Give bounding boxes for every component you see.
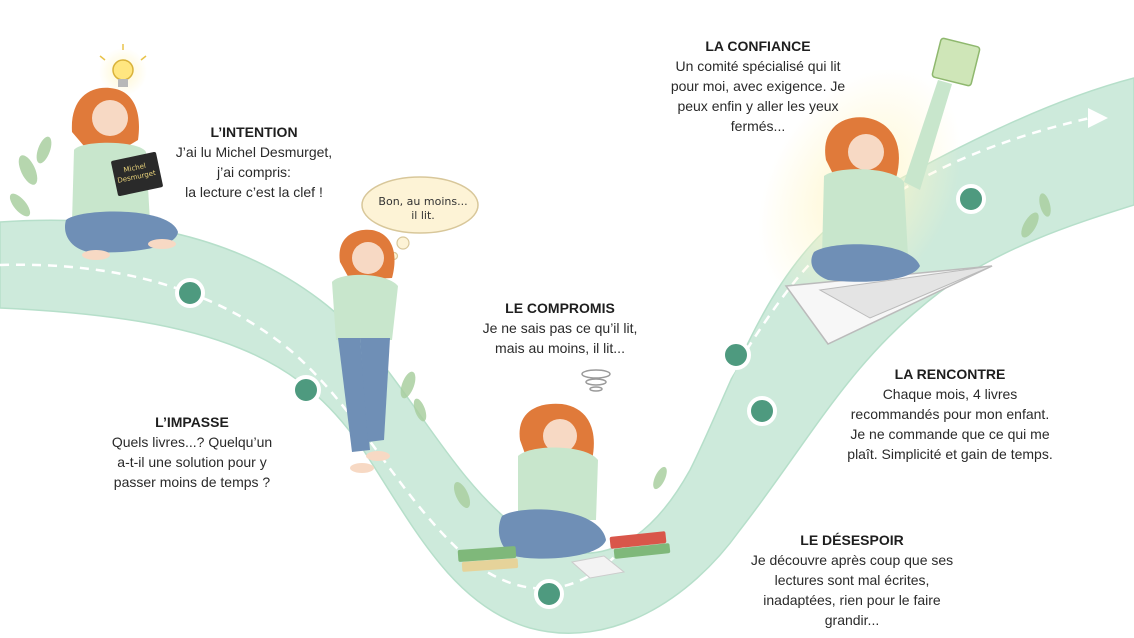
step-title: LA CONFIANCE [705,38,811,54]
character-kneeling [498,369,611,559]
milestone-node [534,579,564,609]
character-standing [332,229,398,473]
step-title: L’IMPASSE [155,414,229,430]
milestone-node [291,375,321,405]
foliage-decoration [9,136,1051,508]
step-title: L’INTENTION [210,124,298,140]
book-stack-icon [457,531,671,579]
step-text: Un comité spécialisé qui lit pour moi, a… [670,58,846,134]
milestone-node [747,396,777,426]
arrow-head-icon [1088,108,1108,128]
thought-bubble-text: Bon, au moins... il lit. [378,195,468,222]
step-title: LE COMPROMIS [505,300,615,316]
character-flying [811,37,981,282]
swirl-icon [581,369,611,392]
character-reading [64,87,178,260]
thought-bubble [361,176,479,261]
step-text: Chaque mois, 4 livres recommandés pour m… [847,386,1053,462]
step-compromis: LE COMPROMIS Je ne sais pas ce qu’il lit… [462,298,658,358]
step-title: LA RENCONTRE [894,366,1006,382]
step-text: Je découvre après coup que ses lectures … [750,552,954,628]
step-title: LE DÉSESPOIR [800,532,904,548]
step-text: Quels livres...? Quelqu’un a-t-il une so… [111,434,273,490]
step-intention: L’INTENTION J’ai lu Michel Desmurget, j’… [168,122,340,202]
milestone-node [175,278,205,308]
step-desespoir: LE DÉSESPOIR Je découvre après coup que … [728,530,976,630]
step-confiance: LA CONFIANCE Un comité spécialisé qui li… [652,36,864,136]
milestone-node [721,340,751,370]
milestone-node [956,184,986,214]
step-text: J’ai lu Michel Desmurget, j’ai compris: … [175,144,333,200]
step-rencontre: LA RENCONTRE Chaque mois, 4 livres recom… [826,364,1074,464]
lightbulb-icon [99,44,147,96]
step-impasse: L’IMPASSE Quels livres...? Quelqu’un a-t… [95,412,289,492]
step-text: Je ne sais pas ce qu’il lit, mais au moi… [482,320,638,356]
paper-plane-icon [784,265,993,345]
